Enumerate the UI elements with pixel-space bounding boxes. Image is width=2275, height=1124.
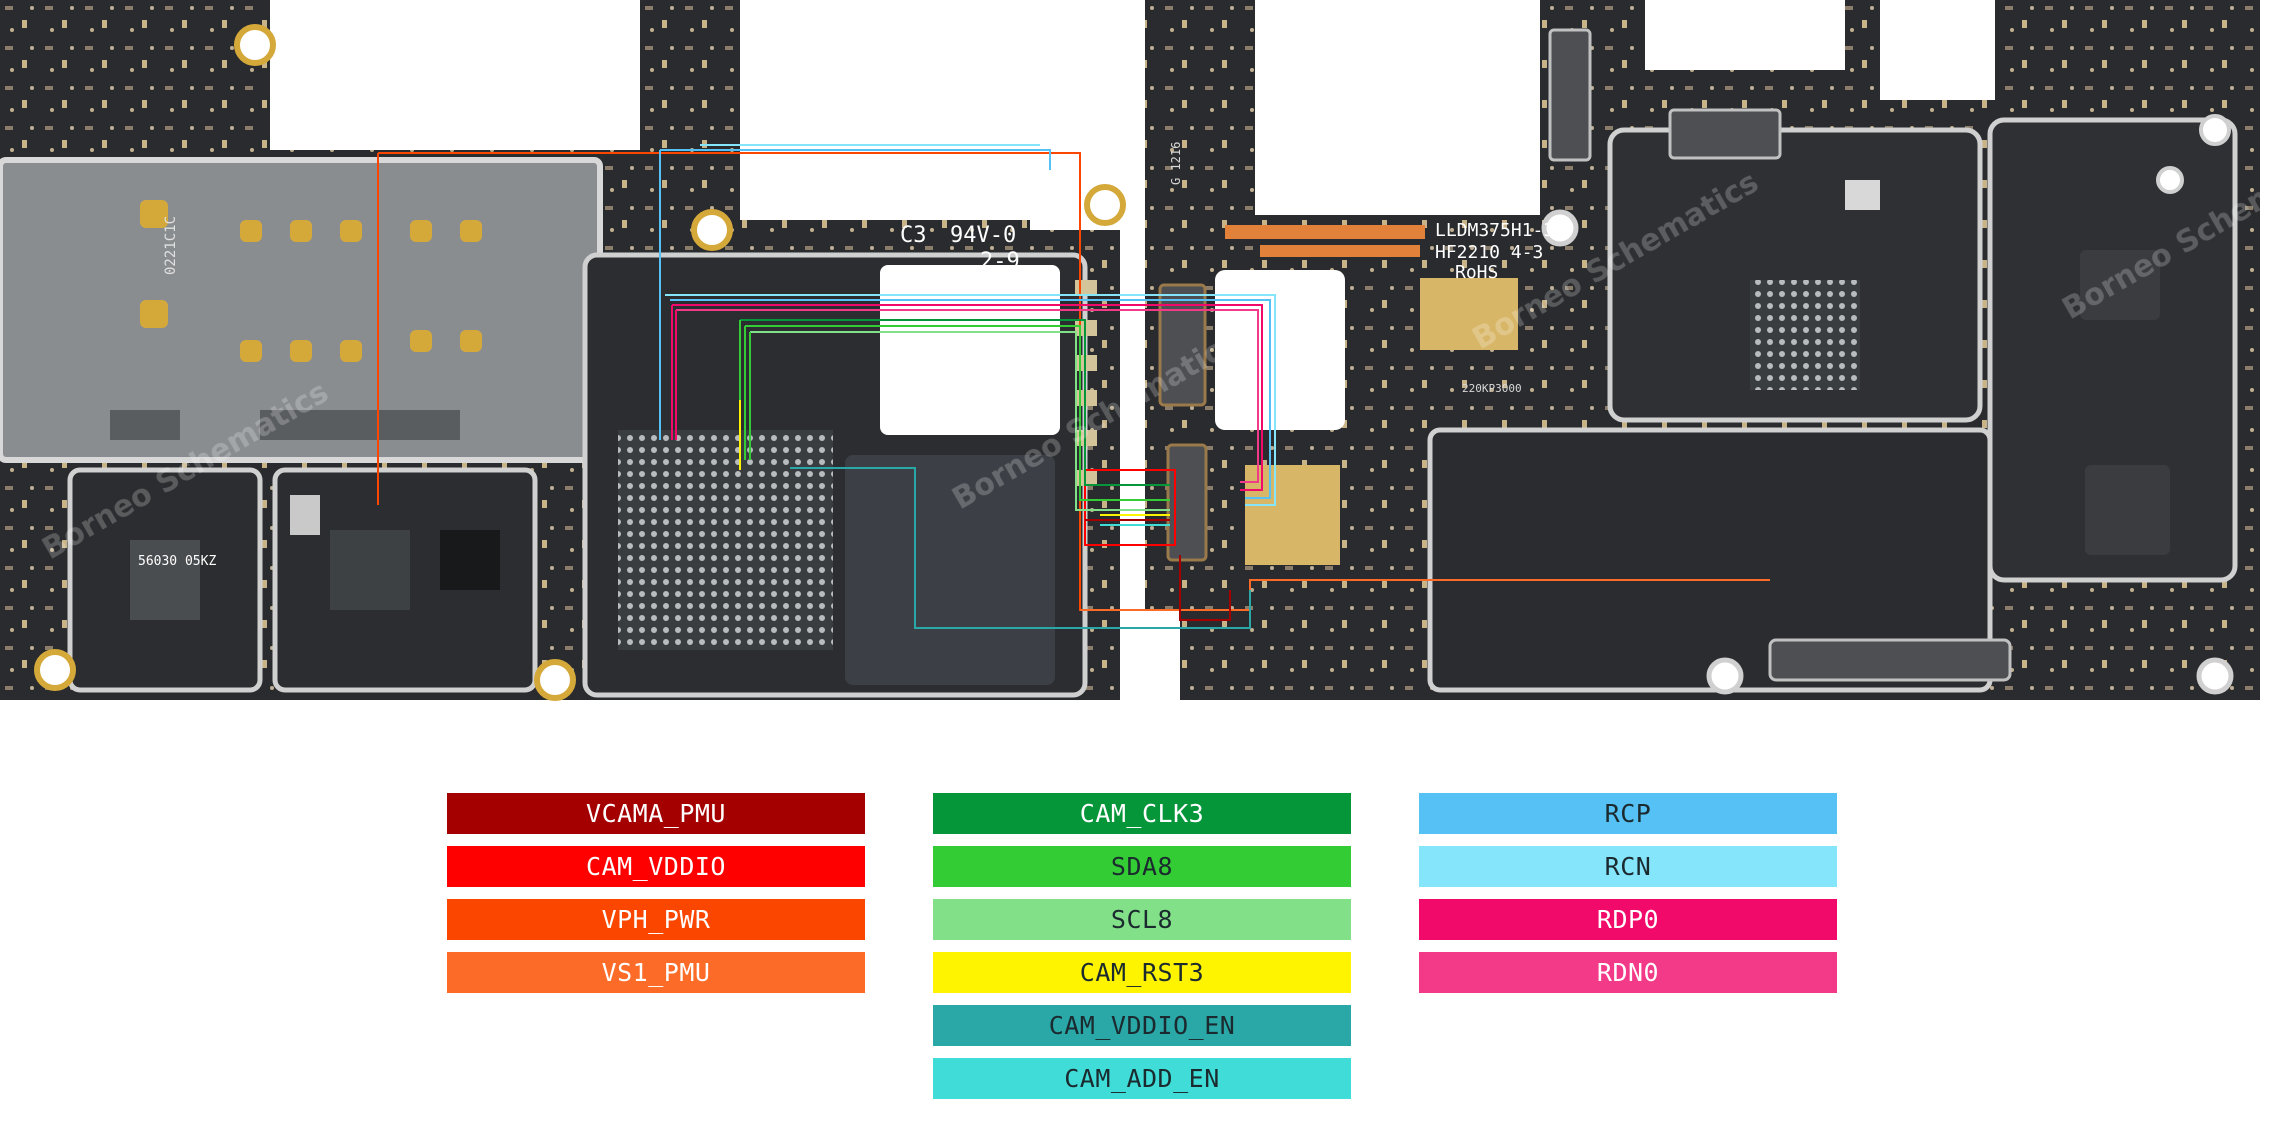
gold-test-pad-1	[1420, 278, 1518, 350]
camera-connector-left	[1158, 283, 1207, 407]
right-board-half: LLDM375H1-3 HF2210 4-3 RoHS 220KP3000 G …	[1145, 0, 2260, 700]
legend-item-rdn0: RDN0	[1419, 952, 1837, 993]
legend-item-vph-pwr: VPH_PWR	[447, 899, 865, 940]
silkscreen-sim-code: 0221C1C	[163, 216, 179, 275]
legend-item-rcn: RCN	[1419, 846, 1837, 887]
silkscreen-side-code: G 1216	[1169, 142, 1183, 185]
left-board-half: C3 94V-0 2-9 56030 05KZ 0221C1C	[0, 0, 1126, 701]
legend-item-cam-clk3: CAM_CLK3	[933, 793, 1351, 834]
silkscreen-chip-code: 56030 05KZ	[138, 554, 216, 569]
soc-bga-area	[618, 430, 833, 650]
legend-item-cam-vddio: CAM_VDDIO	[447, 846, 865, 887]
legend-item-vs1-pmu: VS1_PMU	[447, 952, 865, 993]
camera-connector-main	[1166, 443, 1208, 562]
silkscreen-rohs: RoHS	[1455, 262, 1498, 283]
legend-item-sda8: SDA8	[933, 846, 1351, 887]
legend-item-rdp0: RDP0	[1419, 899, 1837, 940]
silkscreen-c3: C3	[900, 223, 927, 248]
silkscreen-board-rev: HF2210 4-3	[1435, 242, 1543, 263]
legend-item-vcama-pmu: VCAMA_PMU	[447, 793, 865, 834]
legend-item-cam-add-en: CAM_ADD_EN	[933, 1058, 1351, 1099]
display-connector	[1768, 638, 2012, 682]
silkscreen-small-code: 220KP3000	[1462, 382, 1522, 395]
silkscreen-date: 2-9	[980, 249, 1020, 274]
legend-item-cam-vddio-en: CAM_VDDIO_EN	[933, 1005, 1351, 1046]
legend-item-rcp: RCP	[1419, 793, 1837, 834]
signal-traces	[377, 144, 1770, 629]
silkscreen-94v0: 94V-0	[950, 223, 1016, 248]
pmic-bga-area	[1750, 280, 1860, 390]
legend-column-power: VCAMA_PMU CAM_VDDIO VPH_PWR VS1_PMU	[447, 793, 865, 1005]
legend-item-scl8: SCL8	[933, 899, 1351, 940]
silkscreen-board-id: LLDM375H1-3	[1435, 220, 1554, 241]
pcb-board-photo: C3 94V-0 2-9 56030 05KZ 0221C1C	[0, 0, 2260, 701]
legend-item-cam-rst3: CAM_RST3	[933, 952, 1351, 993]
gold-test-pad-2	[1245, 465, 1340, 565]
